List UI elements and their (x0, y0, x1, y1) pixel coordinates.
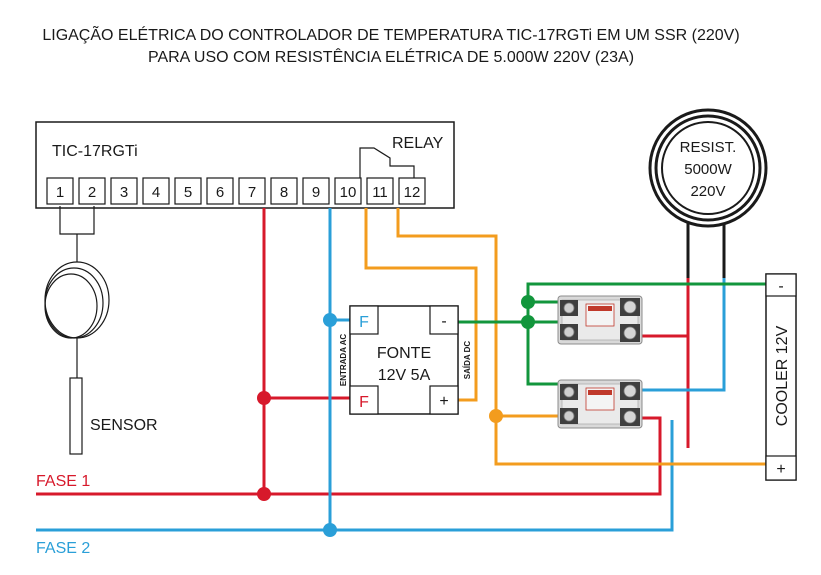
terminal-label: 11 (372, 184, 388, 201)
terminal-label: 7 (248, 184, 256, 201)
ps-output-side-label: SAÍDA DC (463, 341, 472, 380)
title-line-2: PARA USO COM RESISTÊNCIA ELÉTRICA DE 5.0… (148, 47, 634, 66)
terminal-label: 12 (404, 184, 421, 201)
resistor-label-2: 5000W (684, 161, 732, 178)
power-supply: F F - + FONTE 12V 5A ENTRADA AC SAÍDA DC (339, 305, 472, 415)
relay-symbol (359, 147, 415, 178)
terminal-6: 6 (206, 177, 234, 205)
resistor-coil: RESIST. 5000W 220V (648, 108, 768, 278)
ps-terminal-f-bottom: F (359, 394, 369, 411)
ps-terminal-plus: + (439, 393, 448, 410)
terminal-7: 7 (238, 177, 266, 205)
fase1-label: FASE 1 (36, 473, 90, 490)
sensor: SENSOR (44, 206, 158, 455)
terminal-5: 5 (174, 177, 202, 205)
sensor-probe (69, 377, 83, 455)
ps-input-side-label: ENTRADA AC (339, 334, 348, 387)
terminal-12: 12 (398, 177, 426, 205)
orange-wires (364, 208, 766, 466)
resistor-label-3: 220V (690, 183, 725, 200)
terminal-label: 8 (280, 184, 288, 201)
sensor-label: SENSOR (90, 417, 158, 434)
cooler-label: COOLER 12V (774, 325, 791, 426)
blue-wires (36, 208, 726, 532)
cooler-minus: - (778, 278, 783, 295)
ps-name: FONTE (377, 345, 431, 362)
terminal-label: 9 (312, 184, 320, 201)
terminal-label: 5 (184, 184, 192, 201)
terminal-2: 2 (78, 177, 106, 205)
terminal-4: 4 (142, 177, 170, 205)
terminal-label: 2 (88, 184, 96, 201)
controller-model: TIC-17RGTi (52, 143, 138, 160)
cooler-plus: + (776, 461, 785, 478)
ps-terminal-f-top: F (359, 314, 369, 331)
terminal-1: 1 (46, 177, 74, 205)
ps-terminal-minus: - (441, 313, 446, 330)
terminal-3: 3 (110, 177, 138, 205)
title-line-1: LIGAÇÃO ELÉTRICA DO CONTROLADOR DE TEMPE… (42, 24, 739, 44)
fase2-label: FASE 2 (36, 540, 90, 557)
terminal-11: 11 (366, 177, 394, 205)
terminal-9: 9 (302, 177, 330, 205)
ssr-relay-1 (557, 295, 643, 345)
resistor-label-1: RESIST. (680, 139, 737, 156)
terminal-label: 4 (152, 184, 160, 201)
cooler: - + COOLER 12V (765, 273, 797, 481)
ssr-relay-2 (557, 379, 643, 429)
terminal-label: 1 (56, 184, 64, 201)
terminal-label: 6 (216, 184, 224, 201)
relay-label: RELAY (392, 135, 444, 152)
terminal-label: 10 (340, 184, 357, 201)
terminal-10: 10 (334, 177, 362, 205)
green-wires (458, 282, 766, 386)
terminal-8: 8 (270, 177, 298, 205)
junction-dots (257, 295, 535, 537)
ps-rating: 12V 5A (378, 367, 431, 384)
terminal-label: 3 (120, 184, 128, 201)
